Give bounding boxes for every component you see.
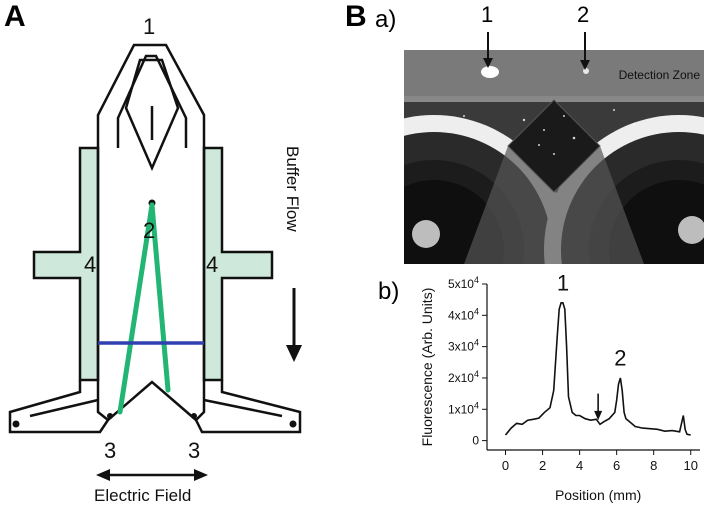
port-dots — [12, 199, 297, 428]
outlet-port-left — [12, 420, 20, 428]
x-tick-label: 4 — [576, 458, 583, 473]
electric-field-label: Electric Field — [94, 486, 191, 505]
x-tick-label: 0 — [502, 458, 509, 473]
label-4-right: 4 — [206, 252, 218, 277]
inlet-channel-outer — [96, 43, 206, 148]
spot-2 — [583, 68, 589, 74]
inlet-taper — [124, 58, 180, 172]
spot-1 — [481, 66, 499, 78]
y-tick-label: 4x104 — [448, 306, 479, 322]
label-3-left: 3 — [104, 438, 116, 463]
stream-right — [149, 202, 171, 393]
y-tick-label: 3x104 — [448, 338, 479, 354]
outlet-dot-right — [191, 413, 197, 419]
x-tick-label: 10 — [684, 458, 698, 473]
y-tick-label: 2x104 — [448, 369, 479, 385]
outlet-dot-left — [107, 413, 113, 419]
panel-b-letter: B — [345, 0, 367, 33]
chart-annotations: 12 — [557, 270, 626, 421]
outlet-left-outer — [8, 380, 110, 434]
buffer-flow-arrow — [286, 288, 302, 362]
label-1: 1 — [143, 14, 155, 39]
electrode-right — [202, 146, 274, 382]
separation-chamber — [96, 148, 206, 422]
chart-axes — [486, 284, 700, 451]
outlet-port-right — [289, 420, 297, 428]
panel-b-sub-a: a) — [375, 6, 397, 33]
inlet-channel-inner — [116, 54, 188, 148]
outlet-left-inner — [29, 398, 99, 418]
stream-left — [117, 202, 155, 415]
fluorescence-trace — [504, 302, 691, 436]
label-4-left: 4 — [84, 252, 96, 277]
outlet-right-inner — [203, 398, 283, 418]
label-2: 2 — [143, 218, 155, 243]
x-tick-label: 2 — [539, 458, 546, 473]
sample-streams — [117, 202, 171, 415]
y-tick-label: 0 — [472, 434, 479, 448]
marker-arrow-head — [594, 410, 603, 421]
arrow-1-head — [483, 58, 493, 68]
chart-ticks: 0 2 4 6 8 10 0 1x104 2x104 3x104 4x104 5x104 — [448, 275, 698, 473]
electric-field-arrow — [96, 469, 208, 481]
photo-arrows — [483, 32, 590, 70]
outlet-right-outer — [194, 380, 302, 434]
photo-label-1: 1 — [481, 2, 494, 27]
buffer-flow-label: Buffer Flow — [283, 146, 302, 232]
panel-a-letter: A — [4, 0, 26, 33]
photo-label-2: 2 — [577, 2, 590, 27]
device-schematic: 1 2 4 4 3 3 Buffer Flow Electric Field — [8, 14, 302, 505]
fluorescence-micrograph: Detection Zone — [404, 50, 704, 264]
detection-zone-label: Detection Zone — [618, 68, 700, 82]
x-tick-label: 8 — [650, 458, 657, 473]
y-tick-label: 1x104 — [448, 400, 479, 416]
panel-b-sub-b: b) — [378, 278, 400, 305]
chart-x-label: Position (mm) — [555, 487, 641, 503]
arrow-2-head — [580, 60, 590, 70]
y-tick-label: 5x104 — [448, 275, 479, 291]
chart-y-label: Fluorescence (Arb. Units) — [419, 288, 435, 447]
label-3-right: 3 — [188, 438, 200, 463]
x-tick-label: 6 — [613, 458, 620, 473]
peak-label-1: 1 — [557, 270, 569, 295]
peak-label-2: 2 — [614, 345, 626, 370]
